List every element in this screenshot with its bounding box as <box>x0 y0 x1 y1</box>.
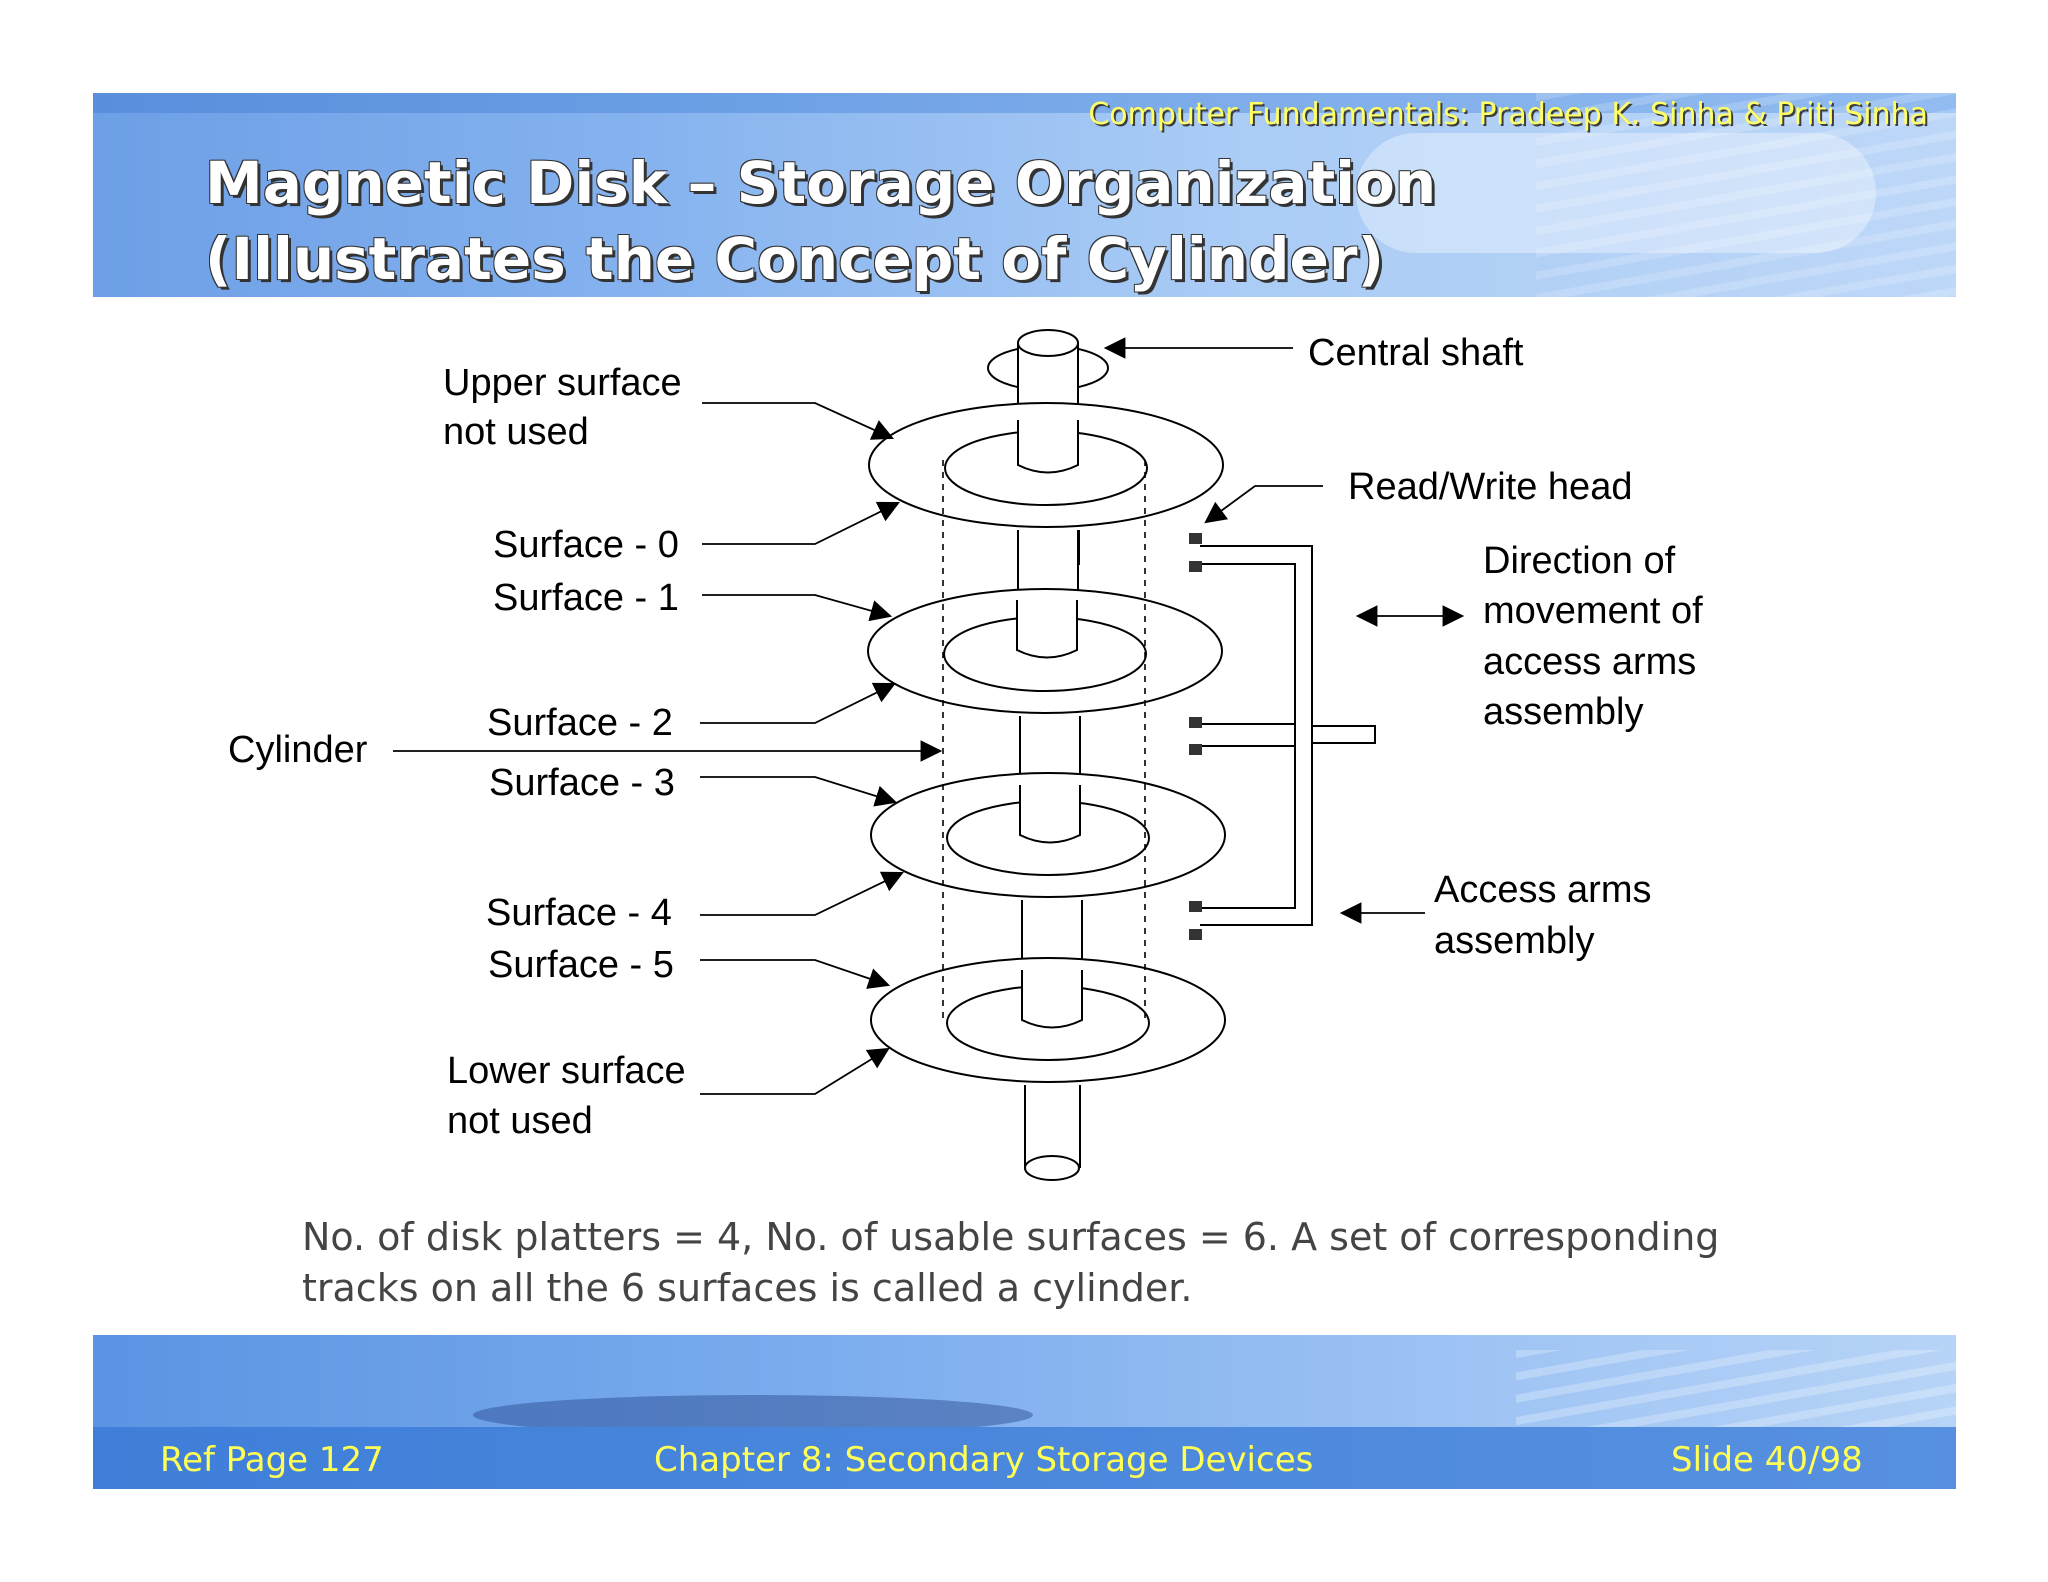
central-shaft-bottom <box>1024 1085 1081 1181</box>
header-decoration <box>93 93 1956 113</box>
surface-2-label: Surface - 2 <box>487 702 673 744</box>
caption-line-1: No. of disk platters = 4, No. of usable … <box>302 1215 1720 1259</box>
disk-cylinder-diagram: Central shaft Upper surface not used Rea… <box>0 300 2048 1200</box>
upper-surface-label-1: Upper surface <box>443 362 682 404</box>
lower-surface-label-1: Lower surface <box>447 1050 686 1092</box>
leader-lines <box>393 337 1465 1095</box>
slide-number: Slide 40/98 <box>1671 1440 1863 1480</box>
direction-label-4: assembly <box>1483 691 1644 733</box>
direction-label-3: access arms <box>1483 641 1697 683</box>
cylinder-outline <box>942 460 1146 1020</box>
platter-4 <box>870 957 1226 1083</box>
surface-1-label: Surface - 1 <box>493 577 679 619</box>
slide-title-line-1: Magnetic Disk – Storage Organization <box>205 149 1437 217</box>
access-arms-label-1: Access arms <box>1434 869 1652 911</box>
platter-1 <box>868 402 1224 528</box>
central-shaft-label: Central shaft <box>1308 332 1524 374</box>
keyboard-image-decoration <box>1536 93 1956 297</box>
slide-title: Magnetic Disk – Storage Organization (Il… <box>205 145 1436 297</box>
surface-3-label: Surface - 3 <box>489 762 675 804</box>
header-band <box>93 93 1956 297</box>
upper-surface-label-2: not used <box>443 411 589 453</box>
platter-2 <box>867 588 1223 714</box>
chapter-title: Chapter 8: Secondary Storage Devices <box>654 1440 1314 1480</box>
mouse-image-decoration <box>1356 133 1876 253</box>
platter-3 <box>870 772 1226 898</box>
read-write-heads <box>1189 533 1202 940</box>
cylinder-label: Cylinder <box>228 729 368 771</box>
caption: No. of disk platters = 4, No. of usable … <box>302 1212 1962 1314</box>
caption-line-2: tracks on all the 6 surfaces is called a… <box>302 1266 1193 1310</box>
surface-5-label: Surface - 5 <box>488 944 674 986</box>
footer-strip <box>93 1427 1956 1489</box>
surface-4-label: Surface - 4 <box>486 892 672 934</box>
surface-0-label: Surface - 0 <box>493 524 679 566</box>
lower-surface-label-2: not used <box>447 1100 593 1142</box>
access-arms-label-2: assembly <box>1434 920 1595 962</box>
book-title: Computer Fundamentals: Pradeep K. Sinha … <box>1088 97 1928 132</box>
direction-label-2: movement of <box>1483 590 1703 632</box>
access-arms-assembly <box>1200 545 1376 926</box>
footer-band <box>93 1335 1956 1489</box>
diagram-drawing <box>393 329 1465 1181</box>
read-write-head-label: Read/Write head <box>1348 466 1633 508</box>
direction-label-1: Direction of <box>1483 540 1676 582</box>
ref-page: Ref Page 127 <box>160 1440 384 1480</box>
slide-title-line-2: (Illustrates the Concept of Cylinder) <box>205 225 1384 293</box>
